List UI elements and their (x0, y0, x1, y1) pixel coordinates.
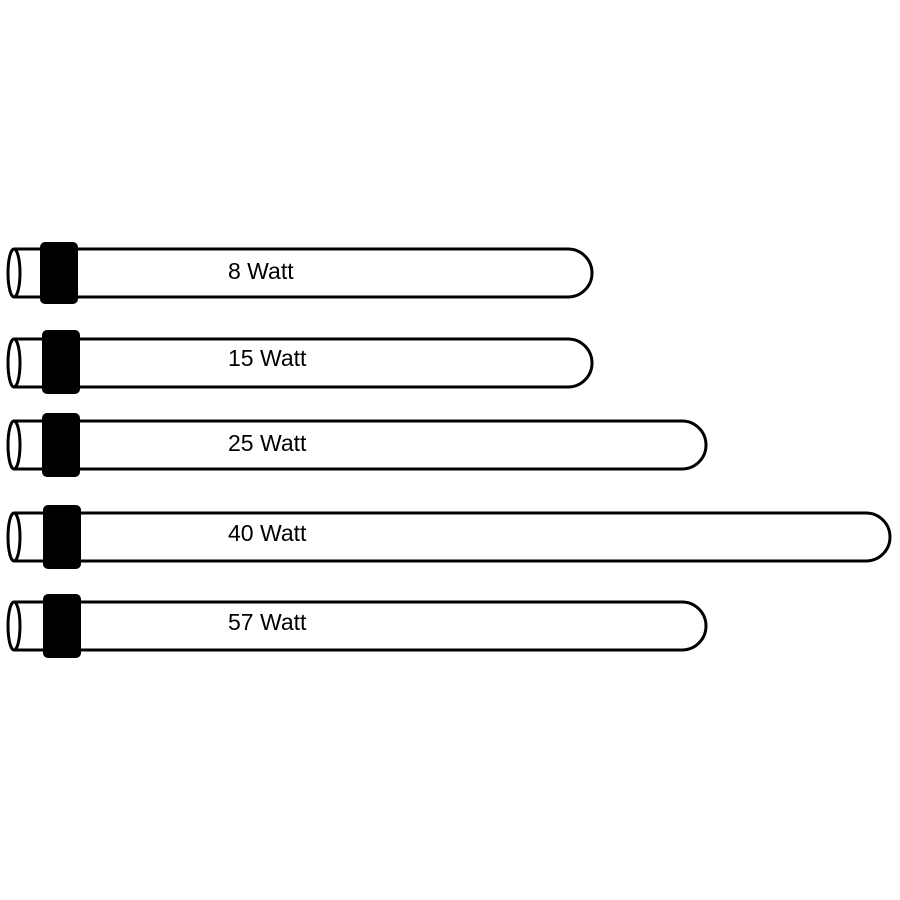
tube-body (14, 600, 708, 652)
tube-band (40, 242, 78, 304)
tube-body (14, 511, 892, 563)
tube-end-cap (6, 419, 22, 471)
tube-end-cap (6, 247, 22, 299)
lamp-label: 15 Watt (228, 345, 307, 371)
tube-band (43, 505, 81, 569)
tube-band (42, 330, 80, 394)
tube-body (14, 337, 594, 389)
lamp-label: 25 Watt (228, 430, 307, 456)
tube-end-cap (6, 511, 22, 563)
lamp-tube-40-watt: 40 Watt (6, 505, 892, 569)
lamp-label: 8 Watt (228, 258, 294, 284)
lamp-tube-25-watt: 25 Watt (6, 413, 708, 477)
tube-end-cap (6, 600, 22, 652)
lamp-tube-8-watt: 8 Watt (6, 242, 594, 304)
tube-band (43, 594, 81, 658)
lamp-label: 40 Watt (228, 520, 307, 546)
tube-end-cap (6, 337, 22, 389)
lamp-tube-57-watt: 57 Watt (6, 594, 708, 658)
tube-body (14, 419, 708, 471)
lamp-tube-15-watt: 15 Watt (6, 330, 594, 394)
lamp-label: 57 Watt (228, 609, 307, 635)
tube-body (14, 247, 594, 299)
tube-band (42, 413, 80, 477)
